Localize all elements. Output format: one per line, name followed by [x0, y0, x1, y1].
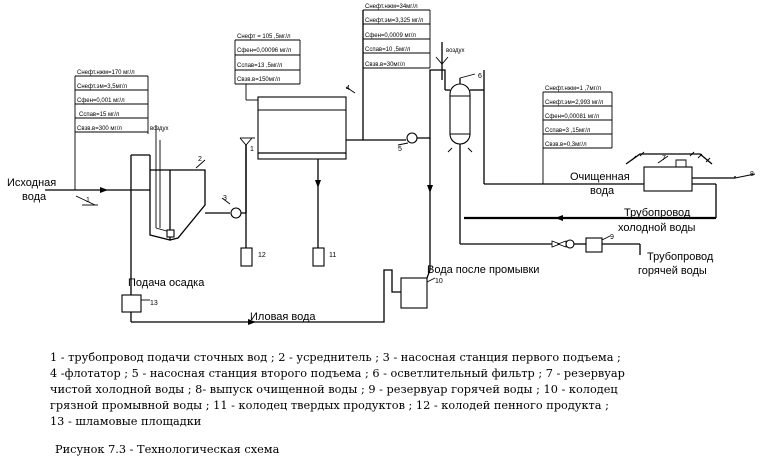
label-12: 12 — [258, 252, 266, 259]
t2-row: Снефт = 105 ,5мг/л — [237, 34, 291, 40]
hot-pipe-label: Трубопровод — [647, 251, 714, 263]
t1-row: Сспав=15 мг/л — [79, 112, 120, 118]
label-8: 8 — [750, 171, 754, 178]
well-11 — [312, 247, 325, 267]
t3-row: Сфен=0,0009 мг/л — [365, 33, 416, 39]
t2-row: Свзв.в=150мг/л — [237, 77, 281, 83]
concentration-table-3 — [363, 9, 431, 69]
figure-caption: Рисунок 7.3 - Технологическая схема — [55, 443, 280, 456]
source-water-label-2: вода — [22, 191, 47, 203]
t4-row: Снефт.эм=2,993 мг/л — [545, 100, 604, 106]
clean-water-label-2: вода — [590, 185, 615, 197]
legend-item: ; 5 - насосная станция второго подъема — [124, 367, 362, 380]
concentration-table-4 — [542, 91, 613, 184]
clarifying-filter — [427, 42, 485, 270]
pump-3 — [205, 145, 247, 219]
legend-item: грязной промывной воды — [50, 399, 203, 412]
label-4: 4 — [346, 85, 350, 92]
legend-item: чистой холодной воды — [50, 383, 185, 396]
t3-row: Снефт.эм=3,325 мг/л — [365, 18, 424, 24]
air-label-2: воздух — [446, 48, 465, 54]
sludge-area — [121, 294, 256, 325]
legend-item: 13 - шламовые площадки — [50, 415, 202, 428]
hot-water-reservoir — [460, 235, 641, 255]
label-6: 6 — [478, 73, 482, 80]
t1-row: Свзв.в=300 мг/л — [77, 126, 122, 132]
legend-item: ; 2 - усреднитель — [270, 351, 372, 364]
cold-water-reservoir — [464, 151, 756, 220]
legend-item: 1 - трубопровод подачи сточных вод — [50, 351, 268, 364]
hot-pipe-label-2: горячей воды — [638, 265, 707, 277]
t2-row: Сспав=13 ,5мг/л — [237, 63, 283, 69]
input-pipe — [45, 187, 150, 206]
legend-item: ; — [605, 399, 609, 412]
t3-row: Снефт.нжм=34мг/л — [365, 4, 418, 10]
t4-row: Сспав=3 ,15мг/л — [545, 128, 591, 134]
legend-item: ; — [617, 351, 621, 364]
process-scheme: 1 Исходная вода Снефт.нжм=170 мг/л Снефт… — [7, 4, 756, 325]
legend-item: ; 11 - колодец твердых продуктов — [205, 399, 405, 412]
concentration-table-1 — [74, 75, 149, 190]
equalizer-tank — [130, 125, 206, 305]
t4-row: Сфен=0,00081 мг/л — [545, 114, 600, 120]
label-7: 7 — [662, 155, 666, 162]
cold-pipe-label-2: холодной воды — [618, 222, 695, 234]
label-13: 13 — [150, 300, 158, 307]
label-10: 10 — [435, 278, 443, 285]
t4-row: Снефт.нжм=1 ,7мг/л — [545, 86, 601, 92]
wash-water-label: Вода после промывки — [427, 264, 539, 276]
legend-item: 4 -флотатор — [50, 367, 121, 380]
label-11: 11 — [329, 252, 336, 259]
t4-row: Свзв.в=0,3мг/л — [545, 142, 587, 148]
t1-row: Сфен=0,001 мг/л — [77, 98, 125, 104]
wash-water-well — [135, 269, 436, 323]
clean-water-label: Очищенная — [570, 171, 630, 183]
label-1b: 1 — [250, 146, 254, 153]
t2-row: Сфен=0,00096 мг/л — [237, 48, 292, 54]
concentration-table-2 — [234, 39, 301, 100]
t1-row: Снефт.нжм=170 мг/л — [77, 70, 135, 76]
legend-item: ; 6 - осветлительный фильтр — [364, 367, 535, 380]
t3-row: Свзв.в=30мг/л — [365, 62, 405, 68]
t3-row: Сспав=10 ,5мг/л — [365, 47, 411, 53]
label-1: 1 — [86, 197, 90, 204]
label-2: 2 — [198, 156, 202, 163]
legend-item: ; 10 - колодец — [536, 383, 618, 396]
label-3: 3 — [223, 195, 227, 202]
legend-item: ; 8- выпуск очищенной воды — [187, 383, 358, 396]
flotator — [239, 86, 356, 248]
label-5: 5 — [398, 146, 402, 153]
silt-water-label: Иловая вода — [250, 311, 316, 323]
legend-item: ; 9 - резервуар горячей воды — [360, 383, 533, 396]
legend-item: ; 3 - насосная станция первого подъема — [375, 351, 614, 364]
source-water-label: Исходная — [7, 177, 56, 189]
sludge-feed-label: Подача осадка — [128, 277, 205, 289]
air-label-1: воздух — [150, 126, 169, 132]
legend-item: ; 7 - резервуар — [538, 367, 625, 380]
well-12 — [240, 247, 253, 267]
label-9: 9 — [610, 234, 614, 241]
t1-row: Снефт.эм=3,5мг/л — [77, 84, 128, 90]
legend: 1 - трубопровод подачи сточных вод ; 2 -… — [50, 350, 650, 430]
legend-item: ; 12 - колодей пенного продукта — [408, 399, 602, 412]
cold-pipe-label: Трубопровод — [624, 207, 691, 219]
